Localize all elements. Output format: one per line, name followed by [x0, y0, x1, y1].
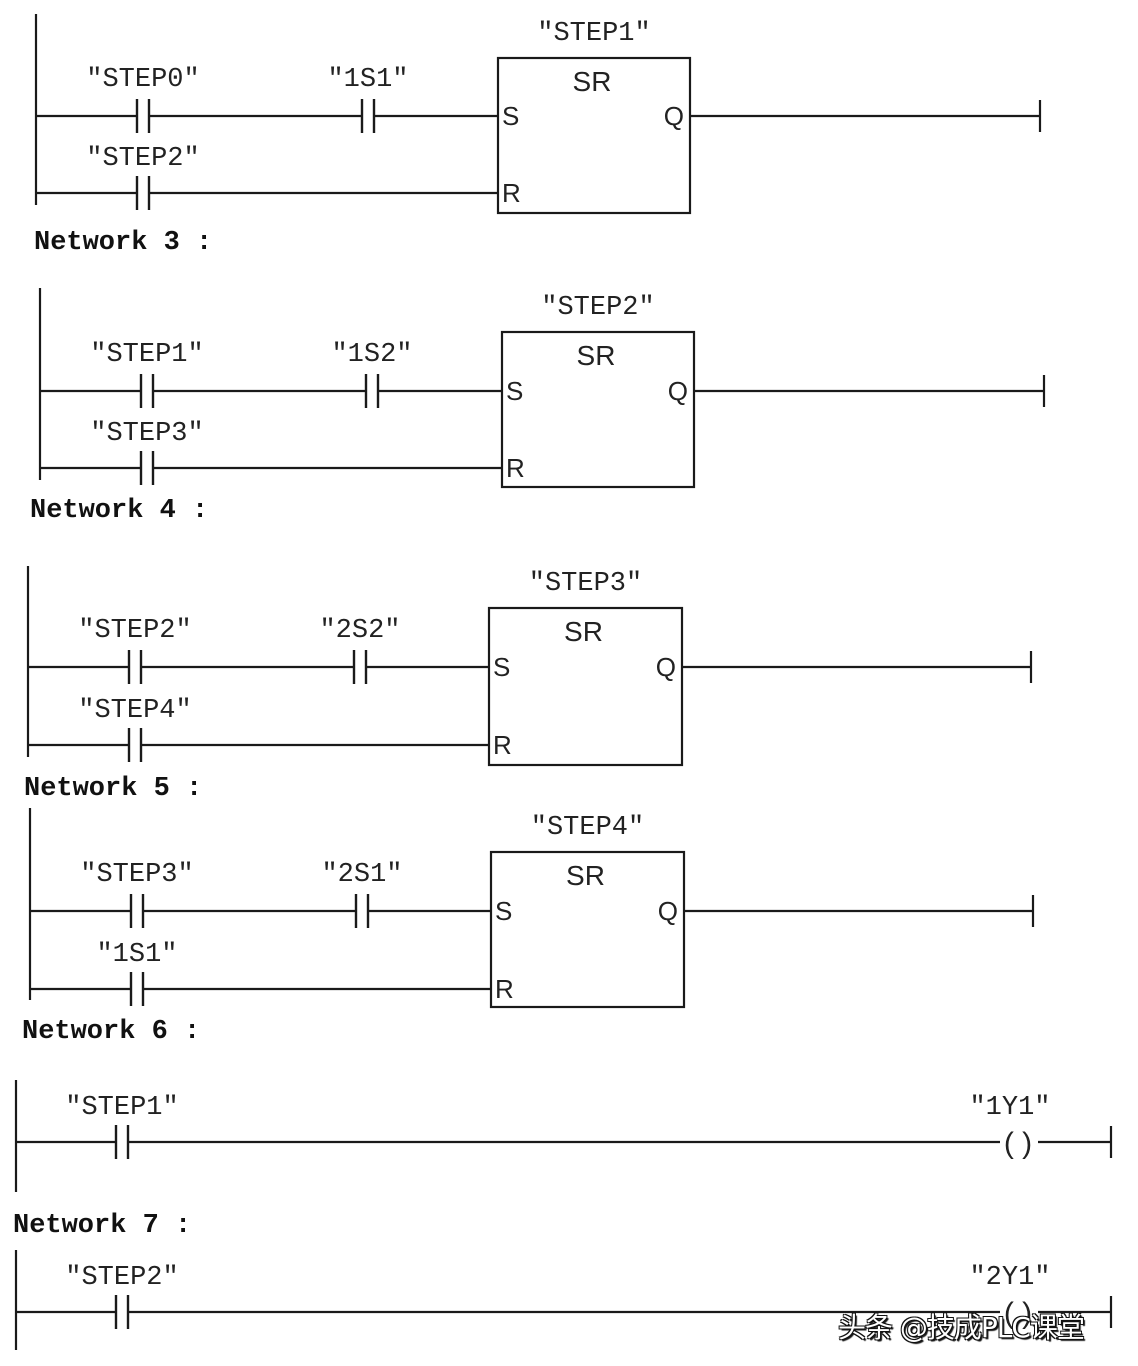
pin-reset: R	[506, 453, 525, 483]
contact-label: "STEP2"	[86, 144, 199, 174]
network-label: Network 3 :	[34, 228, 212, 258]
contact-label: "1S1"	[96, 940, 177, 970]
pin-set: S	[502, 101, 519, 131]
block-tag: "STEP4"	[531, 813, 644, 843]
contact-0-reset	[135, 176, 151, 210]
contact-2-set-1	[127, 650, 143, 684]
contact-label: "STEP4"	[78, 696, 191, 726]
contact-coil-net-1	[114, 1295, 130, 1329]
contact-label: "STEP2"	[65, 1263, 178, 1293]
pin-out: Q	[668, 376, 688, 406]
pin-out: Q	[656, 652, 676, 682]
contact-label: "2S1"	[321, 860, 402, 890]
contact-coil-net-0	[114, 1125, 130, 1159]
contact-1-set-1	[139, 374, 155, 408]
block-type: SR	[566, 860, 605, 891]
sr-flipflop-block	[500, 330, 696, 489]
contact-0-set-2	[360, 99, 376, 133]
watermark: 头条 @技成PLC课堂	[838, 1311, 1085, 1344]
block-type: SR	[577, 340, 616, 371]
contact-2-set-2	[352, 650, 368, 684]
pin-set: S	[506, 376, 523, 406]
block-tag: "STEP3"	[529, 569, 642, 599]
block-tag: "STEP2"	[541, 293, 654, 323]
contact-label: "STEP3"	[80, 860, 193, 890]
contact-label: "STEP1"	[90, 340, 203, 370]
contact-3-set-1	[129, 894, 145, 928]
contact-3-reset	[129, 972, 145, 1006]
contact-label: "2S2"	[319, 616, 400, 646]
pin-reset: R	[493, 730, 512, 760]
pin-set: S	[493, 652, 510, 682]
block-tag: "STEP1"	[537, 19, 650, 49]
contact-2-reset	[127, 728, 143, 762]
contact-label: "STEP1"	[65, 1093, 178, 1123]
contact-3-set-2	[354, 894, 370, 928]
block-type: SR	[564, 616, 603, 647]
sr-flipflop-block	[487, 606, 684, 767]
coil-label: "2Y1"	[969, 1263, 1050, 1293]
network-label: Network 4 :	[30, 496, 208, 526]
pin-reset: R	[502, 178, 521, 208]
contact-0-set-1	[135, 99, 151, 133]
network-label: Network 6 :	[22, 1017, 200, 1047]
sr-flipflop-block	[496, 56, 692, 215]
contact-1-set-2	[364, 374, 380, 408]
output-coil: ( )	[1004, 1297, 1032, 1330]
block-type: SR	[573, 66, 612, 97]
network-label: Network 5 :	[24, 774, 202, 804]
network-label: Network 7 :	[13, 1211, 191, 1241]
pin-out: Q	[664, 101, 684, 131]
sr-flipflop-block	[489, 850, 686, 1009]
coil-label: "1Y1"	[969, 1093, 1050, 1123]
pin-set: S	[495, 896, 512, 926]
pin-out: Q	[658, 896, 678, 926]
contact-1-reset	[139, 451, 155, 485]
contact-label: "STEP2"	[78, 616, 191, 646]
contact-label: "1S1"	[327, 65, 408, 95]
contact-label: "1S2"	[331, 340, 412, 370]
contact-label: "STEP3"	[90, 419, 203, 449]
output-coil: ( )	[1004, 1127, 1032, 1160]
contact-label: "STEP0"	[86, 65, 199, 95]
pin-reset: R	[495, 974, 514, 1004]
